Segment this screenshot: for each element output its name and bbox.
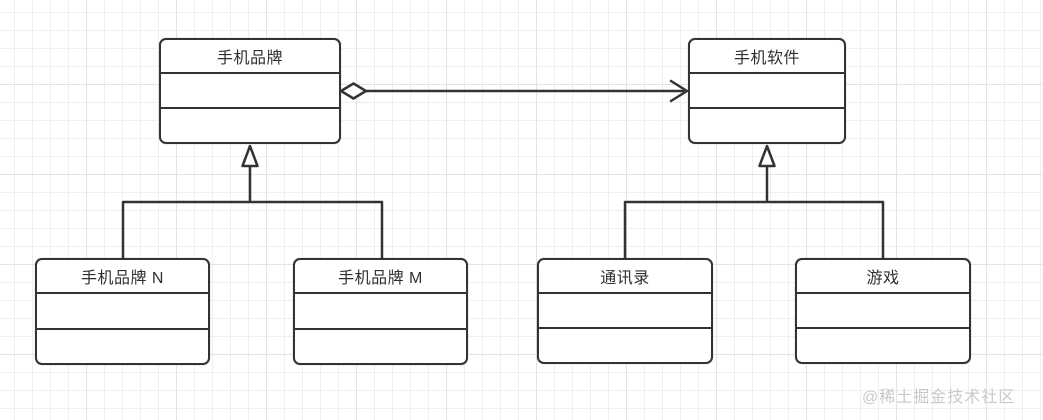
- open-arrowhead-icon: [669, 79, 689, 103]
- hollow-triangle-arrow-icon: [241, 144, 259, 168]
- generalization-left-connector[interactable]: [121, 144, 384, 258]
- class-box-contacts[interactable]: 通讯录: [537, 258, 713, 364]
- class-title: 游戏: [866, 270, 900, 287]
- attributes-compartment: [797, 292, 969, 327]
- class-box-phone-software[interactable]: 手机软件: [688, 38, 846, 144]
- class-box-phone-brand-n[interactable]: 手机品牌 N: [35, 258, 210, 365]
- generalization-right-connector[interactable]: [623, 144, 885, 258]
- attributes-compartment: [37, 292, 208, 328]
- methods-compartment: [797, 327, 969, 362]
- hollow-triangle-arrow-icon: [758, 144, 776, 168]
- attributes-compartment: [161, 72, 339, 107]
- aggregation-connector[interactable]: [338, 79, 689, 103]
- class-title: 手机品牌: [216, 50, 283, 67]
- attributes-compartment: [690, 72, 844, 107]
- class-box-phone-brand[interactable]: 手机品牌: [159, 38, 341, 144]
- class-box-phone-brand-m[interactable]: 手机品牌 M: [293, 258, 468, 365]
- attributes-compartment: [539, 292, 711, 327]
- methods-compartment: [539, 327, 711, 362]
- generalization-left-tree[interactable]: [121, 166, 384, 258]
- class-title: 通讯录: [600, 270, 650, 287]
- class-box-game[interactable]: 游戏: [795, 258, 971, 364]
- class-title: 手机品牌 N: [80, 270, 164, 287]
- class-title: 手机软件: [733, 50, 800, 67]
- watermark: @稀土掘金技术社区: [862, 389, 1016, 406]
- methods-compartment: [37, 327, 208, 364]
- aggregation-diamond-icon: [338, 82, 369, 100]
- methods-compartment: [690, 107, 844, 142]
- methods-compartment: [161, 107, 339, 142]
- attributes-compartment: [295, 292, 466, 328]
- methods-compartment: [295, 327, 466, 364]
- class-title: 手机品牌 M: [338, 270, 423, 287]
- generalization-right-tree[interactable]: [623, 166, 885, 258]
